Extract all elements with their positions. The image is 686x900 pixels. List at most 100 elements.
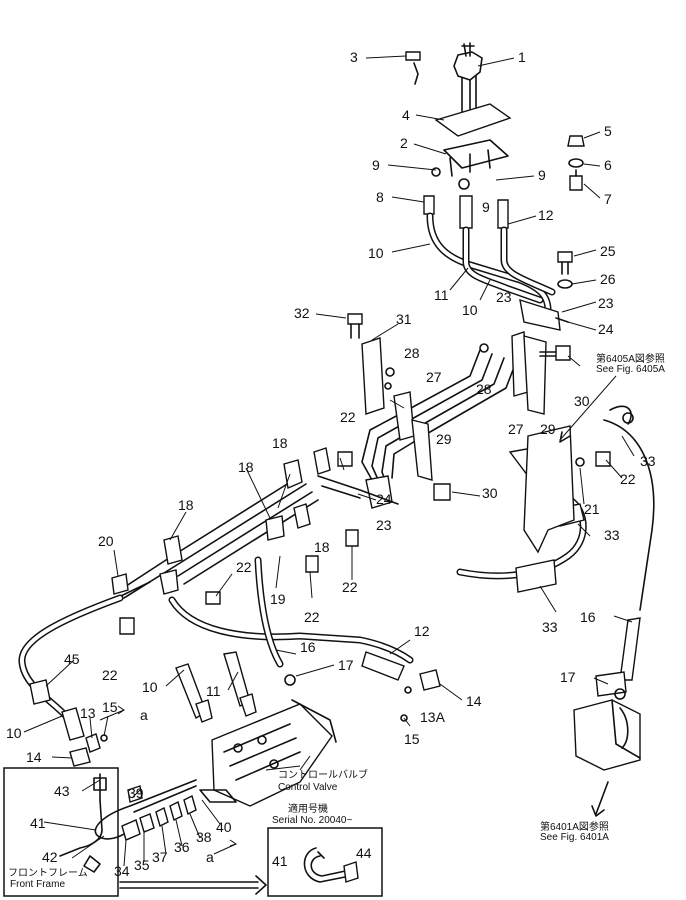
callout-c29a: 29 xyxy=(436,431,452,447)
callout-c12b: 12 xyxy=(414,623,430,639)
callout-c31: 31 xyxy=(396,311,412,327)
callout-c22b: 22 xyxy=(342,579,358,595)
callout-c22f: 22 xyxy=(620,471,636,487)
callout-c22c: 22 xyxy=(236,559,252,575)
reference-notes: 第6405A図参照 See Fig. 6405A 第6401A図参照 See F… xyxy=(8,352,665,890)
callout-c18d: 18 xyxy=(314,539,330,555)
leader-lines xyxy=(23,55,635,867)
hose-loop-left xyxy=(18,594,124,767)
callout-c19: 19 xyxy=(270,591,286,607)
callout-c21: 21 xyxy=(584,501,600,517)
callout-c35: 35 xyxy=(134,857,150,873)
inset-front-frame xyxy=(3,767,119,897)
callout-c40: 40 xyxy=(216,819,232,835)
fittings-14-15 xyxy=(400,669,441,722)
callout-c6: 6 xyxy=(604,157,612,173)
callout-c16a: 16 xyxy=(300,639,316,655)
note-see-6401a-jp: 第6401A図参照 xyxy=(540,820,609,833)
callout-c5: 5 xyxy=(604,123,612,139)
callout-ca2: a xyxy=(206,849,214,865)
pilot-valve-assembly xyxy=(405,42,512,190)
callout-c41b: 41 xyxy=(272,853,288,869)
note-see-6401a-en: See Fig. 6401A xyxy=(540,832,609,843)
callout-c13: 13 xyxy=(80,705,96,721)
note-control-valve-jp: コントロールバルブ xyxy=(278,768,368,781)
callout-c44: 44 xyxy=(356,845,372,861)
callout-c18b: 18 xyxy=(238,459,254,475)
control-valve xyxy=(199,699,337,807)
callout-c22a: 22 xyxy=(340,409,356,425)
callout-c45: 45 xyxy=(64,651,80,667)
callout-c25: 25 xyxy=(600,243,616,259)
callout-c36: 36 xyxy=(174,839,190,855)
bolt-25-26 xyxy=(557,251,573,289)
callout-c39: 39 xyxy=(128,785,144,801)
bolts-22 xyxy=(119,451,611,635)
note-serial-jp: 適用号機 xyxy=(288,802,328,815)
callout-c11b: 11 xyxy=(206,683,221,699)
left-pipe-run xyxy=(119,447,399,599)
hoses-10-11-lower xyxy=(175,651,257,723)
fittings-34-40 xyxy=(94,779,197,841)
callout-c27a: 27 xyxy=(426,369,442,385)
callout-c3: 3 xyxy=(350,49,358,65)
callout-c34: 34 xyxy=(114,863,130,879)
note-see-6405a-en: See Fig. 6405A xyxy=(596,364,665,375)
callout-c13A: 13A xyxy=(420,709,446,725)
callout-c2: 2 xyxy=(400,135,408,151)
hose-16-middle xyxy=(168,556,414,686)
callout-c22e: 22 xyxy=(102,667,118,683)
hose-16-right xyxy=(573,617,641,817)
bolts-30 xyxy=(433,345,571,501)
callout-c33a: 33 xyxy=(640,453,656,469)
bracket-21 xyxy=(508,425,585,554)
callout-c18c: 18 xyxy=(178,497,194,513)
callout-c18a: 18 xyxy=(272,435,288,451)
callout-c14b: 14 xyxy=(26,749,42,765)
callout-c28b: 28 xyxy=(476,381,492,397)
note-front-frame-jp: フロントフレーム xyxy=(8,867,88,879)
callout-c27b: 27 xyxy=(508,421,524,437)
callout-c4: 4 xyxy=(402,107,410,123)
callout-c10a: 10 xyxy=(368,245,384,261)
callout-c15b: 15 xyxy=(404,731,420,747)
inset-serial xyxy=(267,827,383,897)
callout-c10c: 10 xyxy=(142,679,158,695)
callout-c17a: 17 xyxy=(338,657,354,673)
callout-c20: 20 xyxy=(98,533,114,549)
callout-c16b: 16 xyxy=(580,609,596,625)
callout-c32: 32 xyxy=(294,305,310,321)
callout-c41a: 41 xyxy=(30,815,46,831)
callout-c23b: 23 xyxy=(496,289,512,305)
callout-c12a: 12 xyxy=(538,207,554,223)
callout-c10d: 10 xyxy=(6,725,22,741)
note-control-valve-en: Control Valve xyxy=(278,782,338,793)
callout-c30b: 30 xyxy=(482,485,498,501)
callout-c24b: 24 xyxy=(376,491,392,507)
callout-c26: 26 xyxy=(600,271,616,287)
callout-c29b: 29 xyxy=(540,421,556,437)
callout-c42: 42 xyxy=(42,849,58,865)
callout-c37: 37 xyxy=(152,849,168,865)
callout-c33c: 33 xyxy=(542,619,558,635)
callout-ca1: a xyxy=(140,707,148,723)
callout-c17b: 17 xyxy=(560,669,576,685)
callout-c30a: 30 xyxy=(574,393,590,409)
callout-c8: 8 xyxy=(376,189,384,205)
callout-c15a: 15 xyxy=(102,699,118,715)
callout-c7: 7 xyxy=(604,191,612,207)
callout-c11a: 11 xyxy=(434,287,449,303)
bolt-set-right xyxy=(567,135,585,191)
callout-c1: 1 xyxy=(518,49,526,65)
callout-c23c: 23 xyxy=(376,517,392,533)
callout-c22d: 22 xyxy=(304,609,320,625)
callout-c23a: 23 xyxy=(598,295,614,311)
clamp-block-23 xyxy=(519,298,569,331)
callout-c43: 43 xyxy=(54,783,70,799)
ref-pointer-6405A xyxy=(559,375,617,443)
note-front-frame-en: Front Frame xyxy=(10,879,65,890)
callout-c33b: 33 xyxy=(604,527,620,543)
arrow-to-inset xyxy=(119,875,267,895)
